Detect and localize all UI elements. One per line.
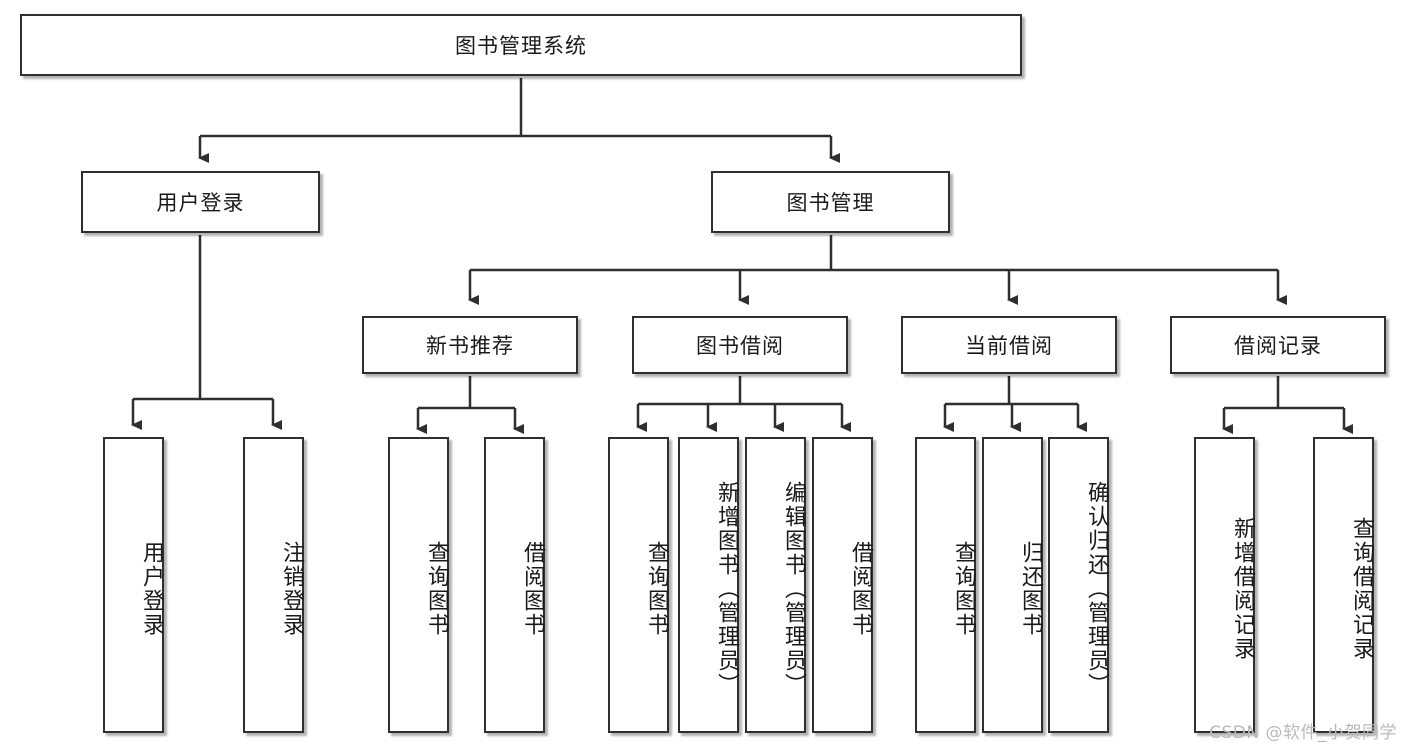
leaf-current-borrow-1[interactable]: 查询图书 [915, 437, 976, 733]
watermark: CSDN @软件_小贺同学 [1209, 723, 1397, 743]
leaf-book-borrow-1[interactable]: 查询图书 [608, 437, 669, 733]
node-borrow-record-label: 借阅记录 [1234, 334, 1322, 358]
leaf-user-login-1-label: 用户登录 [139, 541, 164, 637]
leaf-book-borrow-3-label: 编辑图书（管理员） [781, 481, 806, 697]
node-new-book-recommend[interactable]: 新书推荐 [362, 316, 578, 374]
leaf-current-borrow-3-label: 确认归还（管理员） [1084, 481, 1109, 697]
leaf-borrow-record-1[interactable]: 新增借阅记录 [1194, 437, 1255, 733]
leaf-borrow-record-2[interactable]: 查询借阅记录 [1313, 437, 1374, 733]
leaf-borrow-record-2-label: 查询借阅记录 [1349, 517, 1374, 661]
node-book-manage-label: 图书管理 [786, 191, 875, 215]
leaf-borrow-record-1-label: 新增借阅记录 [1230, 517, 1255, 661]
leaf-user-login-1[interactable]: 用户登录 [103, 437, 164, 733]
node-root-label: 图书管理系统 [455, 34, 587, 58]
node-user-login-label: 用户登录 [156, 191, 245, 215]
leaf-new-book-2[interactable]: 借阅图书 [484, 437, 545, 733]
node-book-manage[interactable]: 图书管理 [711, 171, 950, 233]
leaf-new-book-1[interactable]: 查询图书 [388, 437, 449, 733]
leaf-book-borrow-2[interactable]: 新增图书（管理员） [678, 437, 739, 733]
node-new-book-recommend-label: 新书推荐 [426, 334, 514, 358]
leaf-current-borrow-1-label: 查询图书 [951, 541, 976, 637]
leaf-book-borrow-4-label: 借阅图书 [848, 541, 873, 637]
leaf-new-book-2-label: 借阅图书 [520, 541, 545, 637]
leaf-user-login-2-label: 注销登录 [279, 541, 304, 637]
node-current-borrow[interactable]: 当前借阅 [901, 316, 1117, 374]
leaf-book-borrow-3[interactable]: 编辑图书（管理员） [745, 437, 806, 733]
node-current-borrow-label: 当前借阅 [965, 334, 1053, 358]
node-book-borrow-label: 图书借阅 [696, 334, 784, 358]
leaf-user-login-2[interactable]: 注销登录 [243, 437, 304, 733]
node-root[interactable]: 图书管理系统 [20, 14, 1022, 76]
leaf-new-book-1-label: 查询图书 [424, 541, 449, 637]
leaf-current-borrow-2-label: 归还图书 [1018, 541, 1043, 637]
leaf-current-borrow-2[interactable]: 归还图书 [982, 437, 1043, 733]
leaf-current-borrow-3[interactable]: 确认归还（管理员） [1048, 437, 1109, 733]
node-user-login[interactable]: 用户登录 [81, 171, 320, 233]
leaf-book-borrow-1-label: 查询图书 [644, 541, 669, 637]
node-book-borrow[interactable]: 图书借阅 [632, 316, 848, 374]
node-borrow-record[interactable]: 借阅记录 [1170, 316, 1386, 374]
leaf-book-borrow-2-label: 新增图书（管理员） [714, 481, 739, 697]
leaf-book-borrow-4[interactable]: 借阅图书 [812, 437, 873, 733]
